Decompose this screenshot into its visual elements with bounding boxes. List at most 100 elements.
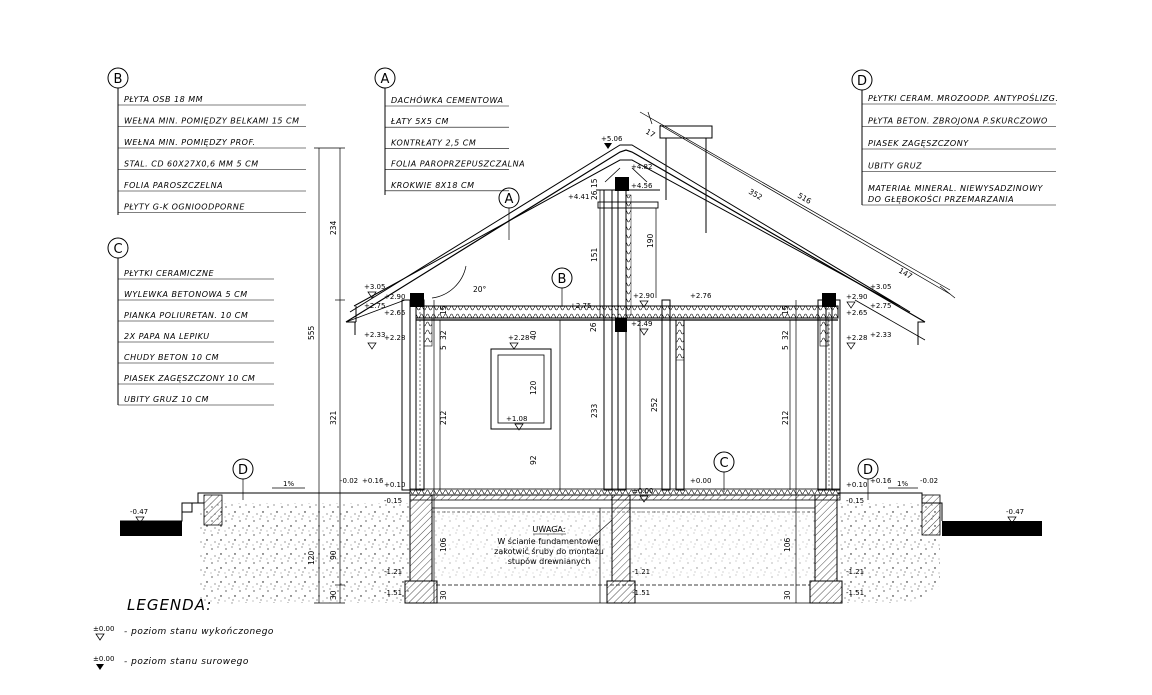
elev-m002-right: -0.02 — [920, 477, 938, 485]
elev-275-left: +2.75 — [364, 302, 385, 310]
callout-D-list: PŁYTKI CERAM. MROZOODP. ANTYPOŚLIZG. PŁYT… — [862, 92, 1058, 206]
elev-275-center: +2.75 — [570, 302, 591, 310]
dim-15-right: 15 — [781, 305, 790, 315]
callout-B-item: WEŁNA MIN. POMIĘDZY BELKAMI 15 CM — [124, 117, 300, 126]
dim-32-left: 32 — [439, 330, 448, 340]
elev-m151-center: -1.51 — [632, 589, 650, 597]
callout-A-item: KROKWIE 8X18 CM — [391, 181, 475, 190]
legend-raw-mark: ±0.00 — [93, 655, 114, 663]
callout-B-item: STAL. CD 60X27X0,6 MM 5 CM — [124, 160, 259, 169]
elev-p016-left: +0.16 — [362, 477, 384, 485]
elev-441: +4.41 — [568, 193, 589, 201]
callout-D-item: PŁYTKI CERAM. MROZOODP. ANTYPOŚLIZG. — [868, 92, 1058, 103]
legend: LEGENDA: ±0.00 - poziom stanu wykończone… — [93, 596, 273, 670]
legend-title: LEGENDA: — [127, 596, 212, 614]
legend-raw-desc: - poziom stanu surowego — [124, 657, 249, 667]
dim-106-left: 106 — [439, 537, 448, 552]
dim-30-right-bottom: 30 — [783, 590, 792, 600]
dim-352: 352 — [747, 187, 764, 202]
legend-finished-mark: ±0.00 — [93, 625, 114, 633]
callout-D-letter: D — [857, 74, 867, 89]
marker-C: C — [719, 456, 728, 471]
elev-290-right: +2.90 — [846, 293, 867, 301]
elev-p010-right: +0.10 — [846, 481, 867, 489]
dim-15-left: 15 — [439, 305, 448, 315]
callout-C-item: 2X PAPA NA LEPIKU — [124, 332, 210, 341]
elev-275-right: +2.75 — [870, 302, 891, 310]
marker-A: A — [505, 192, 514, 207]
note-line-2: W ścianie fundamentowej — [497, 536, 600, 546]
dim-92: 92 — [529, 455, 538, 465]
section-markers: A B C D D — [232, 187, 879, 500]
dim-212-left: 212 — [439, 410, 448, 425]
elev-floor-right: +0.00 — [690, 477, 711, 485]
slope-left: 1% — [283, 480, 294, 488]
dim-233: 233 — [590, 403, 599, 418]
callout-B-item: PŁYTY G-K OGNIOODPORNE — [124, 203, 245, 212]
callout-A-item: DACHÓWKA CEMENTOWA — [391, 94, 503, 105]
dim-5-right: 5 — [781, 345, 790, 350]
marker-D-right: D — [863, 463, 873, 478]
dimension-lines — [314, 111, 956, 604]
elev-m121-center: -1.21 — [632, 568, 650, 576]
dim-90-left: 90 — [329, 550, 338, 560]
dim-234: 234 — [329, 220, 338, 235]
elev-290-left: +2.90 — [384, 293, 405, 301]
callout-D-item: PŁYTA BETON. ZBROJONA P.SKURCZOWO — [868, 117, 1048, 126]
elev-228-left: +2.28 — [384, 334, 405, 342]
dim-516: 516 — [796, 191, 813, 206]
elev-265-left: +2.65 — [384, 309, 405, 317]
elev-window-bottom: +1.08 — [506, 415, 527, 423]
dim-40: 40 — [529, 330, 538, 340]
dim-5-left: 5 — [439, 345, 448, 350]
callout-C-item: PIASEK ZAGĘSZCZONY 10 CM — [124, 374, 255, 383]
marker-D-left: D — [238, 463, 248, 478]
callout-C-item: CHUDY BETON 10 CM — [124, 353, 219, 362]
elev-233-left: +2.33 — [364, 331, 385, 339]
svg-text:+5.06: +5.06 — [601, 135, 623, 143]
callout-C: C PŁYTKI CERAMICZNE WYLEWKA BETONOWA 5 CM… — [107, 237, 274, 406]
elev-m151-left: -1.51 — [384, 589, 402, 597]
dim-26: 26 — [590, 190, 599, 200]
elev-m015-left: -0.15 — [384, 497, 402, 505]
elev-456: +4.56 — [631, 182, 653, 190]
callout-B-list: PŁYTA OSB 18 MM WEŁNA MIN. POMIĘDZY BELKA… — [118, 95, 306, 213]
window — [490, 348, 552, 430]
note: UWAGA: W ścianie fundamentowej zakotwić … — [494, 519, 613, 566]
foundations — [404, 488, 843, 604]
callout-C-item: WYLEWKA BETONOWA 5 CM — [124, 290, 248, 299]
dim-120-left: 120 — [307, 550, 316, 565]
elev-p010-left: +0.10 — [384, 481, 405, 489]
dim-321: 321 — [329, 410, 338, 425]
dim-212-right: 212 — [781, 410, 790, 425]
elev-m121-left: -1.21 — [384, 568, 402, 576]
ceiling — [415, 189, 839, 321]
elev-floor-center: ±0.00 — [632, 487, 653, 495]
callout-B-item: PŁYTA OSB 18 MM — [124, 95, 203, 104]
note-line-1: UWAGA: — [533, 525, 566, 534]
elev-249-center: +2.49 — [631, 320, 652, 328]
elev-265-right: +2.65 — [846, 309, 867, 317]
elev-eaves-right: +3.05 — [870, 283, 891, 291]
dim-252: 252 — [650, 397, 659, 412]
callout-B-item: FOLIA PAROSZCZELNA — [124, 181, 223, 190]
dim-26-center: 26 — [589, 322, 598, 332]
callout-C-item: PŁYTKI CERAMICZNE — [124, 269, 214, 278]
elev-482: +4.82 — [631, 163, 652, 171]
callout-A-item: FOLIA PAROPRZEPUSZCZALNA — [391, 160, 525, 169]
callout-C-letter: C — [113, 242, 122, 257]
dim-15: 15 — [590, 178, 599, 188]
elev-228-right: +2.28 — [846, 334, 867, 342]
callout-A-letter: A — [381, 72, 390, 87]
roof — [345, 125, 926, 345]
callout-A-item: ŁATY 5X5 CM — [390, 117, 449, 126]
dim-190: 190 — [646, 233, 655, 248]
walls — [401, 177, 841, 491]
elev-m015-right: -0.15 — [846, 497, 864, 505]
callout-D-item: MATERIAŁ MINERAL. NIEWYSADZINOWY — [868, 184, 1043, 193]
dim-555: 555 — [307, 325, 316, 340]
elev-m002-left: -0.02 — [340, 477, 358, 485]
